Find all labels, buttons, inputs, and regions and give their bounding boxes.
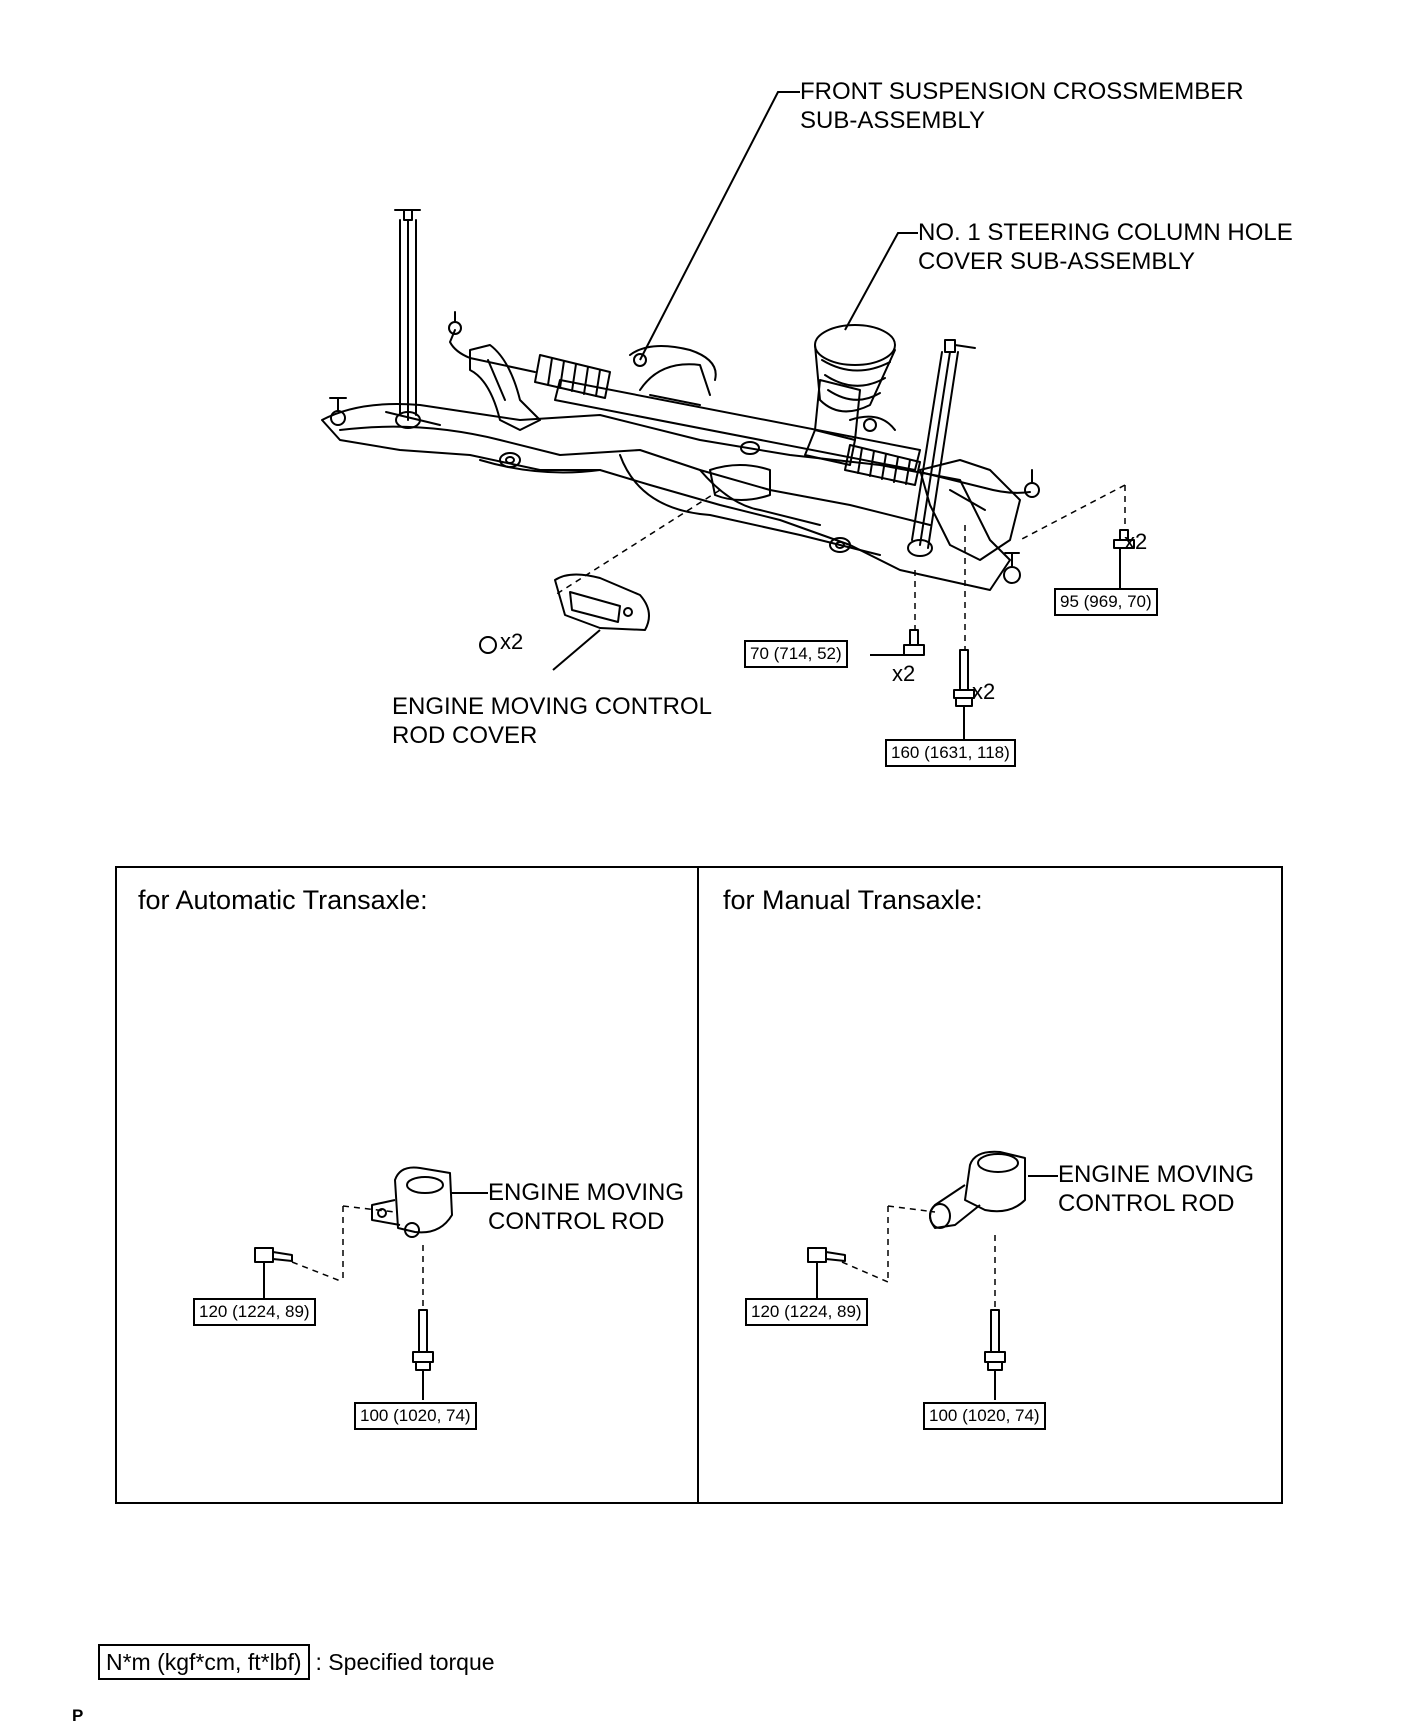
crossmember-illustration: [321, 344, 1021, 591]
mt-control-rod-label: ENGINE MOVING CONTROL ROD: [1058, 1160, 1254, 1218]
steering-rack-illustration: [448, 311, 1040, 498]
footer-mark: P: [72, 1706, 84, 1725]
legend-description: : Specified torque: [315, 1649, 495, 1675]
mt-control-rod-label-line2: CONTROL ROD: [1058, 1190, 1235, 1217]
at-control-rod-label: ENGINE MOVING CONTROL ROD: [488, 1178, 684, 1236]
crossmember-label-line1: FRONT SUSPENSION CROSSMEMBER: [800, 78, 1244, 105]
mt-torque-120-box: 120 (1224, 89): [745, 1298, 868, 1326]
torque-95-quantity: x2: [1124, 529, 1148, 554]
at-torque-120-box: 120 (1224, 89): [193, 1298, 316, 1326]
steering-cover-label-line2: COVER SUB-ASSEMBLY: [918, 248, 1195, 275]
steering-cover-label-line1: NO. 1 STEERING COLUMN HOLE: [918, 219, 1293, 246]
at-control-rod-illustration: [254, 1166, 453, 1371]
torque-70-quantity: x2: [892, 661, 916, 686]
crossmember-label-line2: SUB-ASSEMBLY: [800, 107, 985, 134]
at-torque-100-box: 100 (1020, 74): [354, 1402, 477, 1430]
rod-cover-illustration: [479, 573, 650, 654]
torque-160-quantity: x2: [972, 679, 996, 704]
cover-clip-quantity: x2: [500, 629, 524, 654]
stabilizer-links-illustration: [385, 209, 976, 557]
leader-lines: [263, 91, 1121, 1400]
manual-panel-title: for Manual Transaxle:: [723, 885, 983, 915]
mt-torque-100-box: 100 (1020, 74): [923, 1402, 1046, 1430]
ball-joints-illustration: [329, 397, 1021, 584]
mt-control-rod-illustration: [807, 1150, 1026, 1371]
mt-control-rod-label-line1: ENGINE MOVING: [1058, 1161, 1255, 1188]
at-control-rod-label-line1: ENGINE MOVING: [488, 1179, 685, 1206]
torque-70-box: 70 (714, 52): [744, 640, 848, 668]
alignment-dashes: [291, 484, 1126, 1310]
torque-160-box: 160 (1631, 118): [885, 739, 1016, 767]
rod-cover-label-line2: ROD COVER: [392, 722, 538, 749]
main-bolts-illustration: [903, 529, 1135, 707]
rod-cover-label: ENGINE MOVING CONTROL ROD COVER: [392, 692, 712, 750]
rod-cover-label-line1: ENGINE MOVING CONTROL: [392, 693, 713, 720]
automatic-panel-title: for Automatic Transaxle:: [138, 885, 428, 915]
legend-unit-box: N*m (kgf*cm, ft*lbf): [98, 1644, 310, 1680]
crossmember-label: FRONT SUSPENSION CROSSMEMBER SUB-ASSEMBL…: [800, 77, 1244, 135]
transaxle-variants-frame: [115, 866, 1283, 1504]
torque-95-box: 95 (969, 70): [1054, 588, 1158, 616]
transaxle-panel-divider: [697, 866, 699, 1502]
at-control-rod-label-line2: CONTROL ROD: [488, 1208, 665, 1235]
torque-legend: N*m (kgf*cm, ft*lbf) : Specified torque: [98, 1644, 495, 1680]
steering-cover-label: NO. 1 STEERING COLUMN HOLE COVER SUB-ASS…: [918, 218, 1293, 276]
